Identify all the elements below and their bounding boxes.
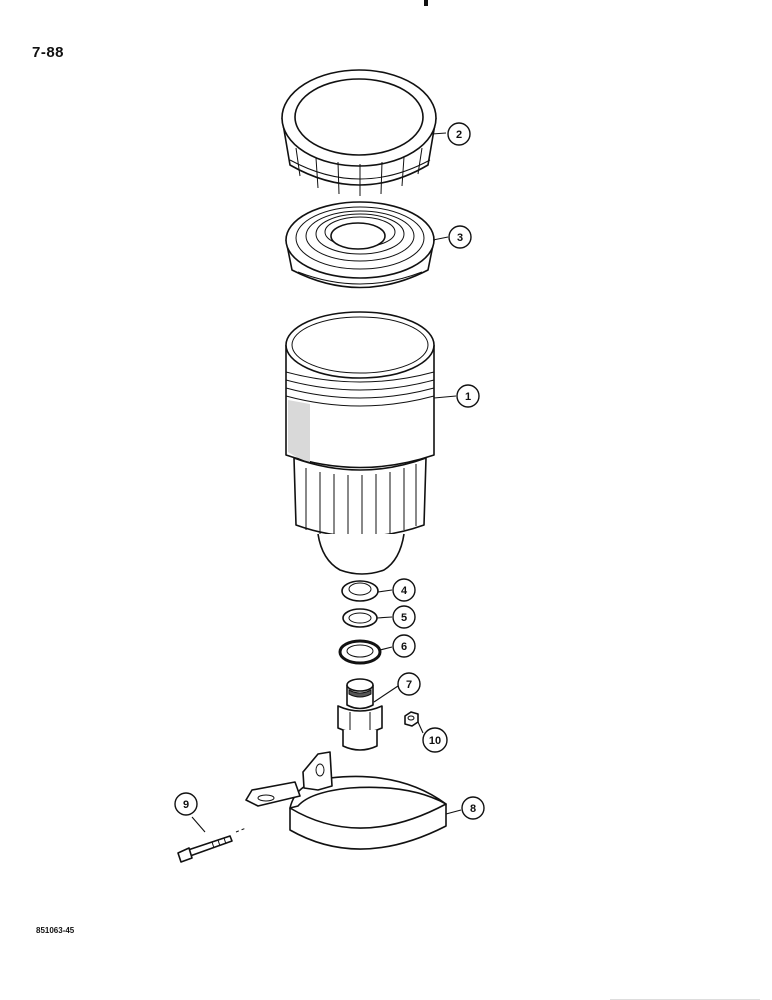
callout-5-label: 5 <box>401 612 407 624</box>
callout-1-label: 1 <box>465 391 471 403</box>
callout-5: 5 <box>392 605 416 629</box>
small-nut-drawing <box>404 711 419 727</box>
callout-4-label: 4 <box>401 585 408 597</box>
callout-9-label: 9 <box>183 799 189 811</box>
callout-1: 1 <box>456 384 480 408</box>
top-edge-mark <box>424 0 428 6</box>
o-ring-drawing <box>338 639 382 665</box>
callout-7-label: 7 <box>406 679 412 691</box>
callout-6-label: 6 <box>401 641 407 653</box>
page-number: 7-88 <box>32 44 65 61</box>
filter-element-drawing <box>285 201 435 289</box>
callout-2: 2 <box>447 122 471 146</box>
nut-drawing <box>341 580 379 602</box>
callout-7: 7 <box>397 672 421 696</box>
callout-10: 10 <box>422 727 448 753</box>
clamp-band-drawing <box>245 751 447 850</box>
washer-drawing <box>342 608 378 628</box>
callout-2-label: 2 <box>456 129 462 141</box>
callout-4: 4 <box>392 578 416 602</box>
filter-bowl-drawing <box>285 311 435 575</box>
retaining-ring-drawing <box>281 69 437 196</box>
callout-3: 3 <box>448 225 472 249</box>
callout-8: 8 <box>461 796 485 820</box>
callout-10-label: 10 <box>429 735 441 747</box>
callout-8-label: 8 <box>470 803 476 815</box>
callout-3-label: 3 <box>457 232 463 244</box>
figure-code: 851063-45 <box>36 926 75 935</box>
drain-valve-drawing <box>337 678 383 751</box>
leader-lines <box>191 132 462 833</box>
bolt-drawing <box>177 827 247 863</box>
callout-6: 6 <box>392 634 416 658</box>
callout-9: 9 <box>174 792 198 816</box>
